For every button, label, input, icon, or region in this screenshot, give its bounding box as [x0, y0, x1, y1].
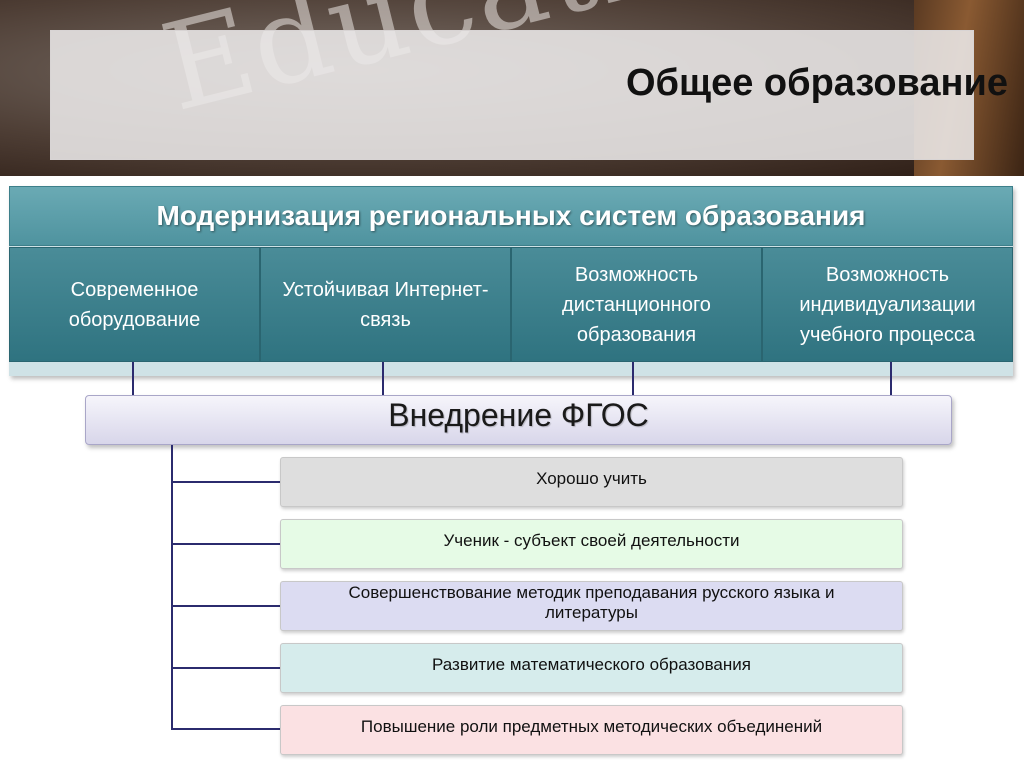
fgos-item-math-education: Развитие математического образования — [280, 643, 903, 693]
page-title: Общее образование — [625, 62, 1008, 104]
tree-branch-line — [171, 481, 280, 483]
modernization-cell-individualization: Возможность индивидуализации учебного пр… — [762, 247, 1013, 362]
fgos-item-label: Хорошо учить — [536, 469, 647, 488]
fgos-bar: Внедрение ФГОС — [85, 395, 952, 445]
fgos-item-method-associations: Повышение роли предметных методических о… — [280, 705, 903, 755]
tree-branch-line — [171, 543, 280, 545]
fgos-item-label: Ученик - субъект своей деятельности — [443, 531, 740, 550]
modernization-cell-label: Устойчивая Интернет-связь — [282, 278, 489, 331]
tree-branch-line — [171, 728, 280, 730]
modernization-cell-label: Возможность индивидуализации учебного пр… — [799, 263, 976, 346]
connector-line — [382, 362, 384, 395]
connector-line — [890, 362, 892, 395]
fgos-item-student-subject: Ученик - субъект своей деятельности — [280, 519, 903, 569]
modernization-cell-distance-learning: Возможность дистанционного образования — [511, 247, 762, 362]
fgos-item-label: Совершенствование методик преподавания р… — [348, 583, 835, 622]
tree-branch-line — [171, 605, 280, 607]
modernization-cell-internet: Устойчивая Интернет-связь — [260, 247, 511, 362]
tree-trunk-line — [171, 445, 173, 729]
fgos-item-russian-methods: Совершенствование методик преподавания р… — [280, 581, 903, 631]
tree-branch-line — [171, 667, 280, 669]
fgos-item-teach-well: Хорошо учить — [280, 457, 903, 507]
modernization-cell-label: Современное оборудование — [68, 278, 201, 331]
title-panel — [50, 30, 974, 160]
fgos-item-label: Развитие математического образования — [432, 655, 751, 674]
modernization-cell-label: Возможность дистанционного образования — [562, 263, 711, 346]
modernization-title: Модернизация региональных систем образов… — [156, 200, 866, 231]
fgos-item-label: Повышение роли предметных методических о… — [360, 717, 823, 736]
connector-line — [632, 362, 634, 395]
fgos-title: Внедрение ФГОС — [388, 396, 649, 433]
modernization-cell-equipment: Современное оборудование — [9, 247, 260, 362]
connector-line — [132, 362, 134, 395]
header-banner: Education Общее образование — [0, 0, 1024, 176]
modernization-header: Модернизация региональных систем образов… — [9, 186, 1013, 246]
